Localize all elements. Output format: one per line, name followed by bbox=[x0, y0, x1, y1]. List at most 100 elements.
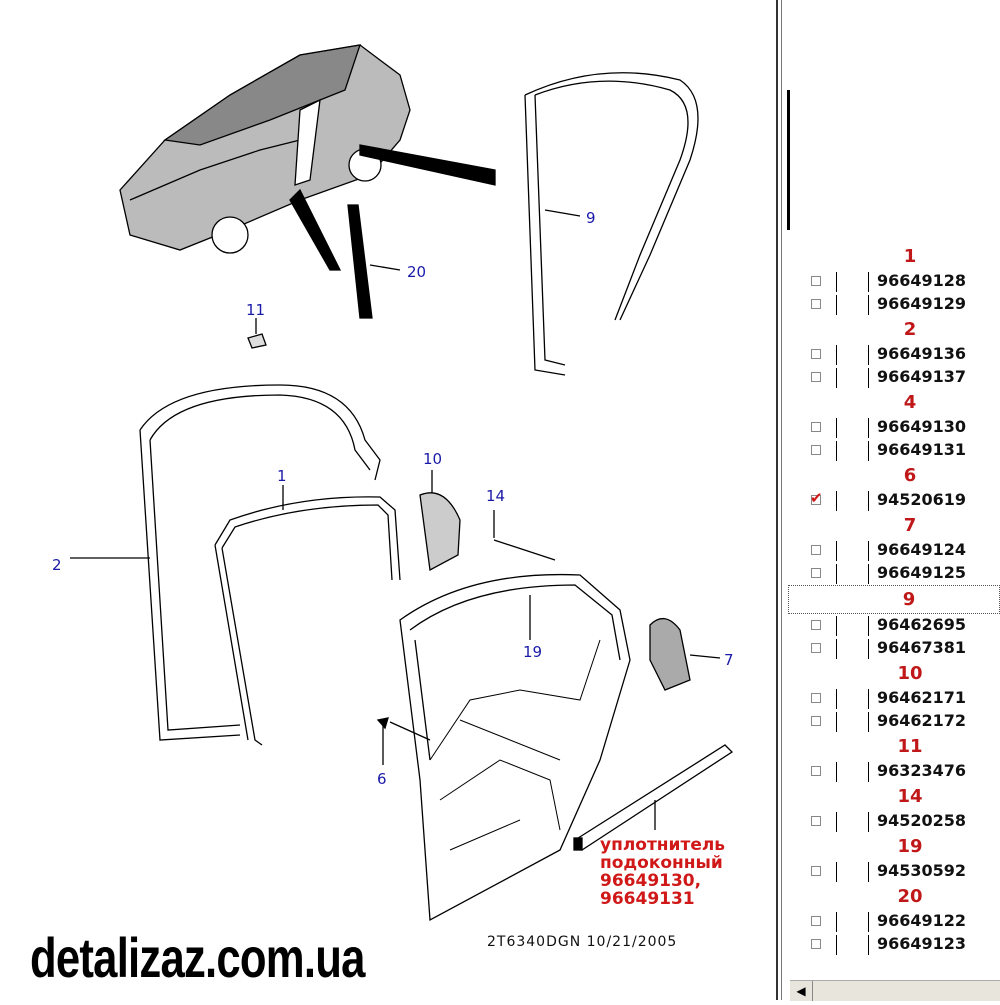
part-checkbox[interactable] bbox=[811, 866, 821, 876]
part-checkbox[interactable] bbox=[810, 489, 823, 507]
column-separator bbox=[836, 935, 837, 955]
callout-1: 1 bbox=[277, 467, 287, 485]
column-separator bbox=[836, 564, 837, 584]
part-checkbox[interactable] bbox=[811, 643, 821, 653]
horizontal-scrollbar[interactable]: ◀ bbox=[790, 980, 1000, 1001]
column-separator bbox=[836, 812, 837, 832]
part-number: 96467381 bbox=[877, 638, 967, 657]
part-row[interactable]: 96649137 bbox=[790, 366, 1000, 389]
column-separator bbox=[836, 616, 837, 636]
seal-9 bbox=[524, 72, 699, 376]
part-number: 96649137 bbox=[877, 367, 967, 386]
group-header-11[interactable]: 11 bbox=[897, 736, 923, 757]
callout-14: 14 bbox=[486, 487, 506, 505]
part-row[interactable]: 96649125 bbox=[790, 562, 1000, 585]
note-line: 96649130, bbox=[600, 871, 702, 891]
column-separator bbox=[868, 345, 869, 365]
column-separator bbox=[836, 345, 837, 365]
part-checkbox[interactable] bbox=[811, 716, 821, 726]
part-checkbox[interactable] bbox=[811, 276, 821, 286]
part-checkbox[interactable] bbox=[811, 693, 821, 703]
part-number: 96649124 bbox=[877, 540, 967, 559]
column-separator bbox=[868, 935, 869, 955]
column-separator bbox=[836, 441, 837, 461]
panel-marker bbox=[787, 90, 790, 230]
scroll-left-button[interactable]: ◀ bbox=[790, 981, 813, 1001]
part-number: 96649123 bbox=[877, 934, 967, 953]
column-separator bbox=[868, 564, 869, 584]
part-number: 96462172 bbox=[877, 711, 967, 730]
part-checkbox[interactable] bbox=[811, 545, 821, 555]
part-number: 96649128 bbox=[877, 271, 967, 290]
column-separator bbox=[868, 862, 869, 882]
group-header-9[interactable]: 9 bbox=[788, 585, 1000, 614]
column-separator bbox=[868, 639, 869, 659]
part-row[interactable]: 94520258 bbox=[790, 810, 1000, 833]
column-separator bbox=[836, 418, 837, 438]
column-separator bbox=[868, 418, 869, 438]
seal-20 bbox=[347, 204, 373, 319]
part-row[interactable]: 94530592 bbox=[790, 860, 1000, 883]
group-header-1[interactable]: 1 bbox=[903, 246, 917, 267]
part-number: 96649130 bbox=[877, 417, 967, 436]
group-header-6[interactable]: 6 bbox=[903, 465, 917, 486]
part-number: 94520258 bbox=[877, 811, 967, 830]
column-separator bbox=[836, 912, 837, 932]
part-checkbox[interactable] bbox=[811, 939, 821, 949]
callout-19: 19 bbox=[523, 643, 543, 661]
part-row[interactable]: 96649122 bbox=[790, 910, 1000, 933]
part-row[interactable]: 96649124 bbox=[790, 539, 1000, 562]
part-checkbox[interactable] bbox=[811, 620, 821, 630]
group-header-10[interactable]: 10 bbox=[897, 663, 923, 684]
group-header-14[interactable]: 14 bbox=[897, 786, 923, 807]
part-number: 96649122 bbox=[877, 911, 967, 930]
panel-divider[interactable] bbox=[776, 0, 778, 1000]
part-row[interactable]: 96649130 bbox=[790, 416, 1000, 439]
part-row[interactable]: 96649128 bbox=[790, 270, 1000, 293]
part-checkbox[interactable] bbox=[811, 766, 821, 776]
part-number: 96649125 bbox=[877, 563, 967, 582]
group-header-20[interactable]: 20 bbox=[897, 886, 923, 907]
column-separator bbox=[836, 368, 837, 388]
callout-2: 2 bbox=[52, 556, 62, 574]
callout-20: 20 bbox=[407, 263, 427, 281]
part-number: 94530592 bbox=[877, 861, 967, 880]
part-row[interactable]: 96649123 bbox=[790, 933, 1000, 956]
column-separator bbox=[868, 689, 869, 709]
column-separator bbox=[836, 762, 837, 782]
part-checkbox[interactable] bbox=[811, 568, 821, 578]
callout-9: 9 bbox=[586, 209, 596, 227]
part-row[interactable]: 96649129 bbox=[790, 293, 1000, 316]
column-separator bbox=[868, 616, 869, 636]
column-separator bbox=[868, 712, 869, 732]
part-row[interactable]: 96649131 bbox=[790, 439, 1000, 462]
part-row[interactable]: 94520619 bbox=[790, 489, 1000, 512]
column-separator bbox=[868, 912, 869, 932]
door bbox=[399, 573, 631, 922]
note-line: уплотнитель bbox=[600, 835, 726, 855]
part-row[interactable]: 96462695 bbox=[790, 614, 1000, 637]
part-checkbox[interactable] bbox=[811, 816, 821, 826]
column-separator bbox=[836, 541, 837, 561]
part-checkbox[interactable] bbox=[811, 445, 821, 455]
part-7 bbox=[649, 618, 691, 691]
clip-11 bbox=[247, 333, 267, 349]
column-separator bbox=[836, 491, 837, 511]
part-checkbox[interactable] bbox=[811, 916, 821, 926]
group-header-7[interactable]: 7 bbox=[903, 515, 917, 536]
part-row[interactable]: 96462172 bbox=[790, 710, 1000, 733]
part-checkbox[interactable] bbox=[811, 372, 821, 382]
group-header-4[interactable]: 4 bbox=[903, 392, 917, 413]
part-checkbox[interactable] bbox=[811, 349, 821, 359]
part-row[interactable]: 96649136 bbox=[790, 343, 1000, 366]
part-6 bbox=[376, 717, 389, 730]
part-checkbox[interactable] bbox=[811, 299, 821, 309]
group-header-19[interactable]: 19 bbox=[897, 836, 923, 857]
part-checkbox[interactable] bbox=[811, 422, 821, 432]
part-number: 96649131 bbox=[877, 440, 967, 459]
part-row[interactable]: 96323476 bbox=[790, 760, 1000, 783]
group-header-2[interactable]: 2 bbox=[903, 319, 917, 340]
part-row[interactable]: 96462171 bbox=[790, 687, 1000, 710]
column-separator bbox=[868, 812, 869, 832]
part-row[interactable]: 96467381 bbox=[790, 637, 1000, 660]
